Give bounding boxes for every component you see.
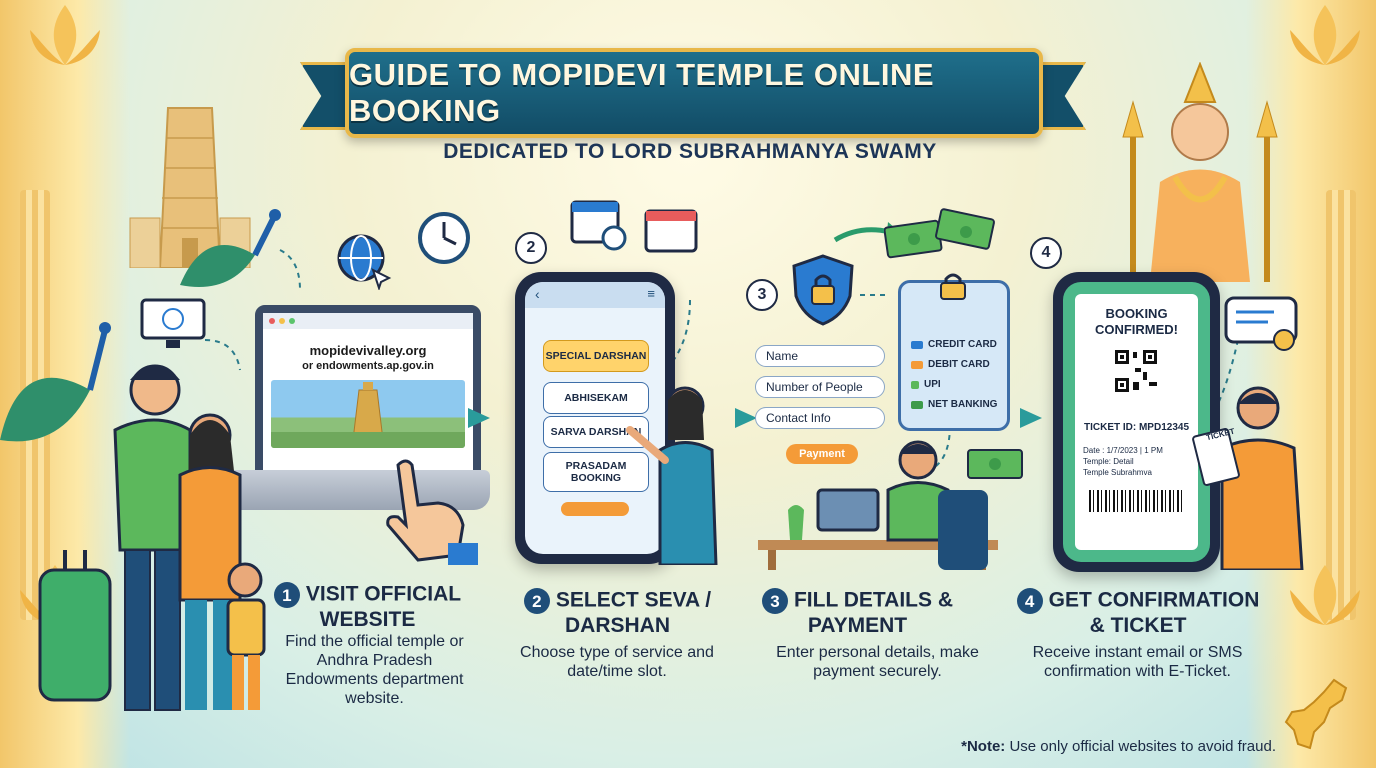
step-4-callout: 4 bbox=[1030, 237, 1062, 269]
number-of-people-field[interactable]: Number of People bbox=[755, 376, 885, 398]
page-subtitle: DEDICATED TO LORD SUBRAHMANYA SWAMY bbox=[443, 140, 937, 163]
cash-money-icon bbox=[967, 449, 1023, 479]
payment-options-card: CREDIT CARD DEBIT CARD UPI NET BANKING bbox=[898, 273, 1010, 431]
temple-gopuram-icon bbox=[129, 107, 251, 268]
fraud-warning-note: *Note: Use only official websites to avo… bbox=[961, 738, 1276, 755]
monitor-globe-icon bbox=[140, 298, 206, 348]
ticket-id: TICKET ID: MPD12345 bbox=[1083, 422, 1190, 433]
back-chevron-icon[interactable]: ‹ bbox=[535, 286, 540, 302]
contact-info-field[interactable]: Contact Info bbox=[755, 407, 885, 429]
step-2-description: Choose type of service and date/time slo… bbox=[520, 644, 714, 680]
payment-option-debit-card[interactable]: DEBIT CARD bbox=[911, 359, 990, 370]
step-4-description: Receive instant email or SMS confirmatio… bbox=[1032, 644, 1243, 680]
menu-icon[interactable]: ≡ bbox=[647, 286, 655, 301]
title-banner: GUIDE TO MOPIDEVI TEMPLE ONLINE BOOKING bbox=[345, 48, 1043, 138]
right-pillar bbox=[1326, 190, 1356, 620]
step-1-description: Find the official temple or Andhra Prade… bbox=[285, 633, 464, 707]
payment-option-net-banking[interactable]: NET BANKING bbox=[911, 399, 997, 410]
man-with-ticket-illustration bbox=[1192, 386, 1304, 570]
website-url-alt[interactable]: or endowments.ap.gov.in bbox=[302, 360, 434, 372]
phone-screen: BOOKING CONFIRMED! TICKET ID: MPD12345 D… bbox=[1063, 282, 1210, 562]
andhra-pradesh-map-icon bbox=[1284, 678, 1348, 750]
lotus-icon bbox=[1270, 560, 1376, 630]
qr-code-icon[interactable] bbox=[1113, 348, 1159, 394]
step-1-number: 1 bbox=[273, 582, 300, 608]
calendar-clock-icon bbox=[570, 200, 627, 251]
step-2-number: 2 bbox=[523, 588, 550, 614]
booking-status: BOOKING CONFIRMED! bbox=[1094, 306, 1179, 337]
ticket-temple-detail: Temple: Detail bbox=[1083, 457, 1134, 466]
page-title: GUIDE TO MOPIDEVI TEMPLE ONLINE BOOKING bbox=[349, 57, 935, 128]
step-3-number: 3 bbox=[761, 588, 788, 614]
notification-message-icon bbox=[1224, 296, 1298, 351]
woman-pointing-illustration bbox=[626, 386, 718, 565]
ticket-temple-name: Temple Subrahmva bbox=[1083, 468, 1152, 477]
ticket-date: Date : 1/7/2023 | 1 PM bbox=[1083, 446, 1163, 455]
phone-seva-selection: ‹ ≡ SPECIAL DARSHAN ABHISEKAM SARVA DARS… bbox=[515, 272, 675, 564]
step-3-callout: 3 bbox=[746, 279, 778, 311]
browser-dot bbox=[269, 318, 275, 324]
phone-screen: ‹ ≡ SPECIAL DARSHAN ABHISEKAM SARVA DARS… bbox=[525, 282, 665, 554]
browser-dot bbox=[289, 318, 295, 324]
pointing-hand-icon bbox=[386, 459, 478, 565]
step-4-number: 4 bbox=[1016, 588, 1043, 614]
step-3-description: Enter personal details, make payment sec… bbox=[776, 644, 979, 680]
e-ticket: BOOKING CONFIRMED! TICKET ID: MPD12345 D… bbox=[1075, 294, 1198, 550]
payment-button[interactable]: Payment bbox=[786, 444, 858, 464]
payment-option-credit-card[interactable]: CREDIT CARD bbox=[911, 339, 997, 350]
peacock-icon bbox=[180, 209, 281, 287]
globe-icon bbox=[337, 234, 392, 290]
cash-money-icon bbox=[884, 208, 995, 259]
padlock-icon bbox=[940, 273, 966, 300]
clock-icon bbox=[418, 212, 470, 264]
note-label: *Note: bbox=[961, 738, 1006, 755]
payment-option-upi[interactable]: UPI bbox=[911, 379, 941, 390]
step-2-callout: 2 bbox=[515, 232, 547, 264]
seva-option-special-darshan[interactable]: SPECIAL DARSHAN bbox=[543, 340, 649, 372]
continue-button[interactable] bbox=[561, 502, 629, 516]
man-at-desk-illustration bbox=[758, 440, 998, 570]
phone-app-bar: ‹ ≡ bbox=[525, 282, 665, 308]
calendar-icon bbox=[644, 209, 698, 253]
phone-booking-confirmation: BOOKING CONFIRMED! TICKET ID: MPD12345 D… bbox=[1053, 272, 1220, 572]
temple-photo bbox=[271, 380, 465, 448]
browser-dot bbox=[279, 318, 285, 324]
lotus-icon bbox=[1270, 0, 1376, 70]
seva-option-prasadam-booking[interactable]: PRASADAM BOOKING bbox=[543, 452, 649, 492]
lotus-icon bbox=[10, 0, 120, 70]
note-text: Use only official websites to avoid frau… bbox=[1005, 738, 1276, 755]
security-shield-lock-icon bbox=[792, 254, 854, 326]
seva-option-abhisekam[interactable]: ABHISEKAM bbox=[543, 382, 649, 414]
browser-toolbar bbox=[263, 313, 473, 329]
barcode bbox=[1089, 490, 1183, 512]
name-field[interactable]: Name bbox=[755, 345, 885, 367]
peacock-icon bbox=[0, 322, 111, 442]
website-url[interactable]: mopidevivalley.org bbox=[309, 343, 427, 358]
family-travelers-illustration bbox=[38, 364, 266, 711]
lord-subrahmanya-icon bbox=[1122, 62, 1278, 282]
